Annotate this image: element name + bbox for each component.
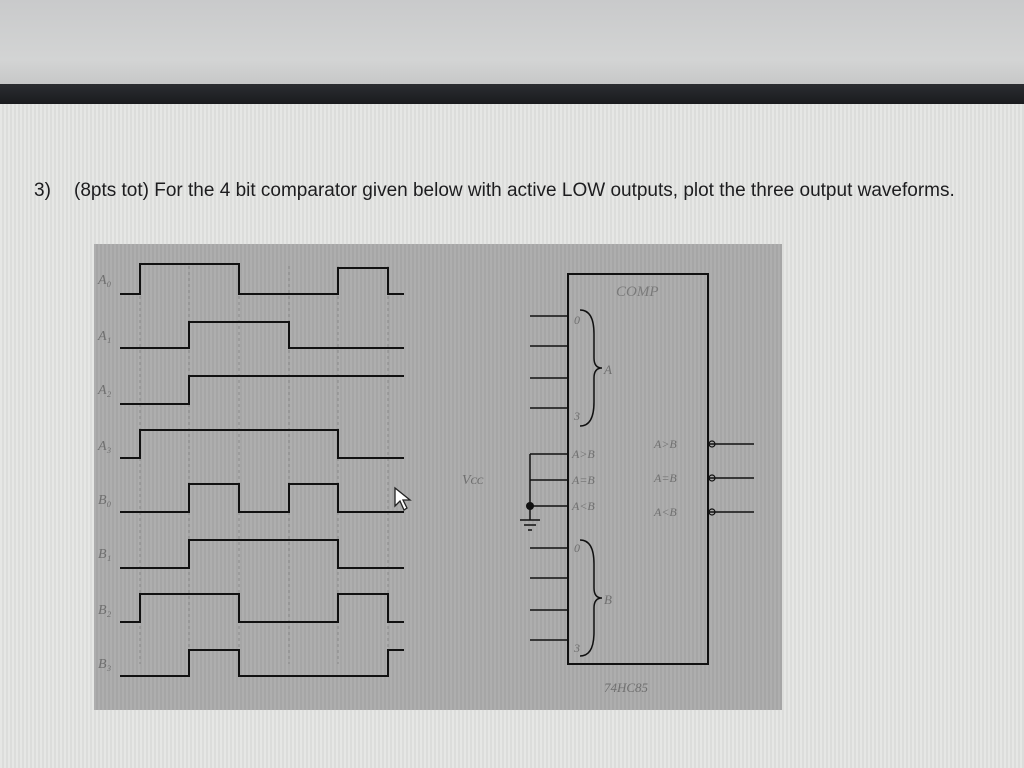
- mouse-pointer-icon: [394, 486, 412, 511]
- chip-title: COMP: [616, 284, 659, 300]
- output-label-gt: A>B: [653, 437, 677, 451]
- signal-label-b0: B₀: [98, 493, 112, 508]
- waveform-b2: [120, 593, 404, 623]
- output-bubble-eq: [708, 474, 716, 482]
- signal-label-a2: A₂: [97, 383, 112, 398]
- timing-gridlines: [139, 266, 389, 664]
- brace-a: [579, 309, 603, 427]
- cascade-in-gt: A>B: [571, 447, 595, 461]
- question-number: 3): [34, 180, 51, 201]
- vcc-label: Vᴄᴄ: [462, 473, 484, 488]
- comparator-chip: [567, 273, 709, 665]
- waveform-a0: [120, 263, 404, 295]
- output-label-lt: A<B: [653, 505, 677, 519]
- waveform-a3: [120, 429, 404, 459]
- group-label-a: A: [603, 362, 612, 377]
- waveform-b3: [120, 649, 404, 677]
- range-bottom-a: 3: [573, 409, 580, 423]
- output-bubble-gt: [708, 440, 716, 448]
- cascade-in-eq: A=B: [571, 473, 595, 487]
- waveform-b1: [120, 539, 404, 569]
- signal-label-b3: B₃: [98, 657, 112, 672]
- signal-label-b2: B₂: [98, 603, 112, 618]
- output-label-eq: A=B: [653, 471, 677, 485]
- chip-part-number: 74HC85: [604, 680, 649, 695]
- group-label-b: B: [604, 592, 612, 607]
- range-top-a: 0: [574, 313, 580, 327]
- waveform-b0: [120, 483, 404, 513]
- signal-label-a0: A₀: [97, 273, 112, 288]
- monitor-bezel: [0, 0, 1024, 86]
- window-edge: [0, 84, 1024, 104]
- range-top-b: 0: [574, 541, 580, 555]
- brace-b: [579, 539, 603, 657]
- signal-label-b1: B₁: [98, 547, 111, 562]
- junction-dot: [526, 502, 534, 510]
- question-text: (8pts tot) For the 4 bit comparator give…: [74, 180, 955, 201]
- signal-label-a3: A₃: [97, 439, 112, 454]
- cascade-in-lt: A<B: [571, 499, 595, 513]
- signal-label-a1: A₁: [97, 329, 111, 344]
- waveform-a1: [120, 321, 404, 349]
- range-bottom-b: 3: [573, 641, 580, 655]
- waveform-a2: [120, 375, 404, 405]
- comparator-figure: A₀ A₁ A₂ A₃ B₀ B₁ B₂ B₃ COMP: [94, 244, 782, 710]
- output-bubble-lt: [708, 508, 716, 516]
